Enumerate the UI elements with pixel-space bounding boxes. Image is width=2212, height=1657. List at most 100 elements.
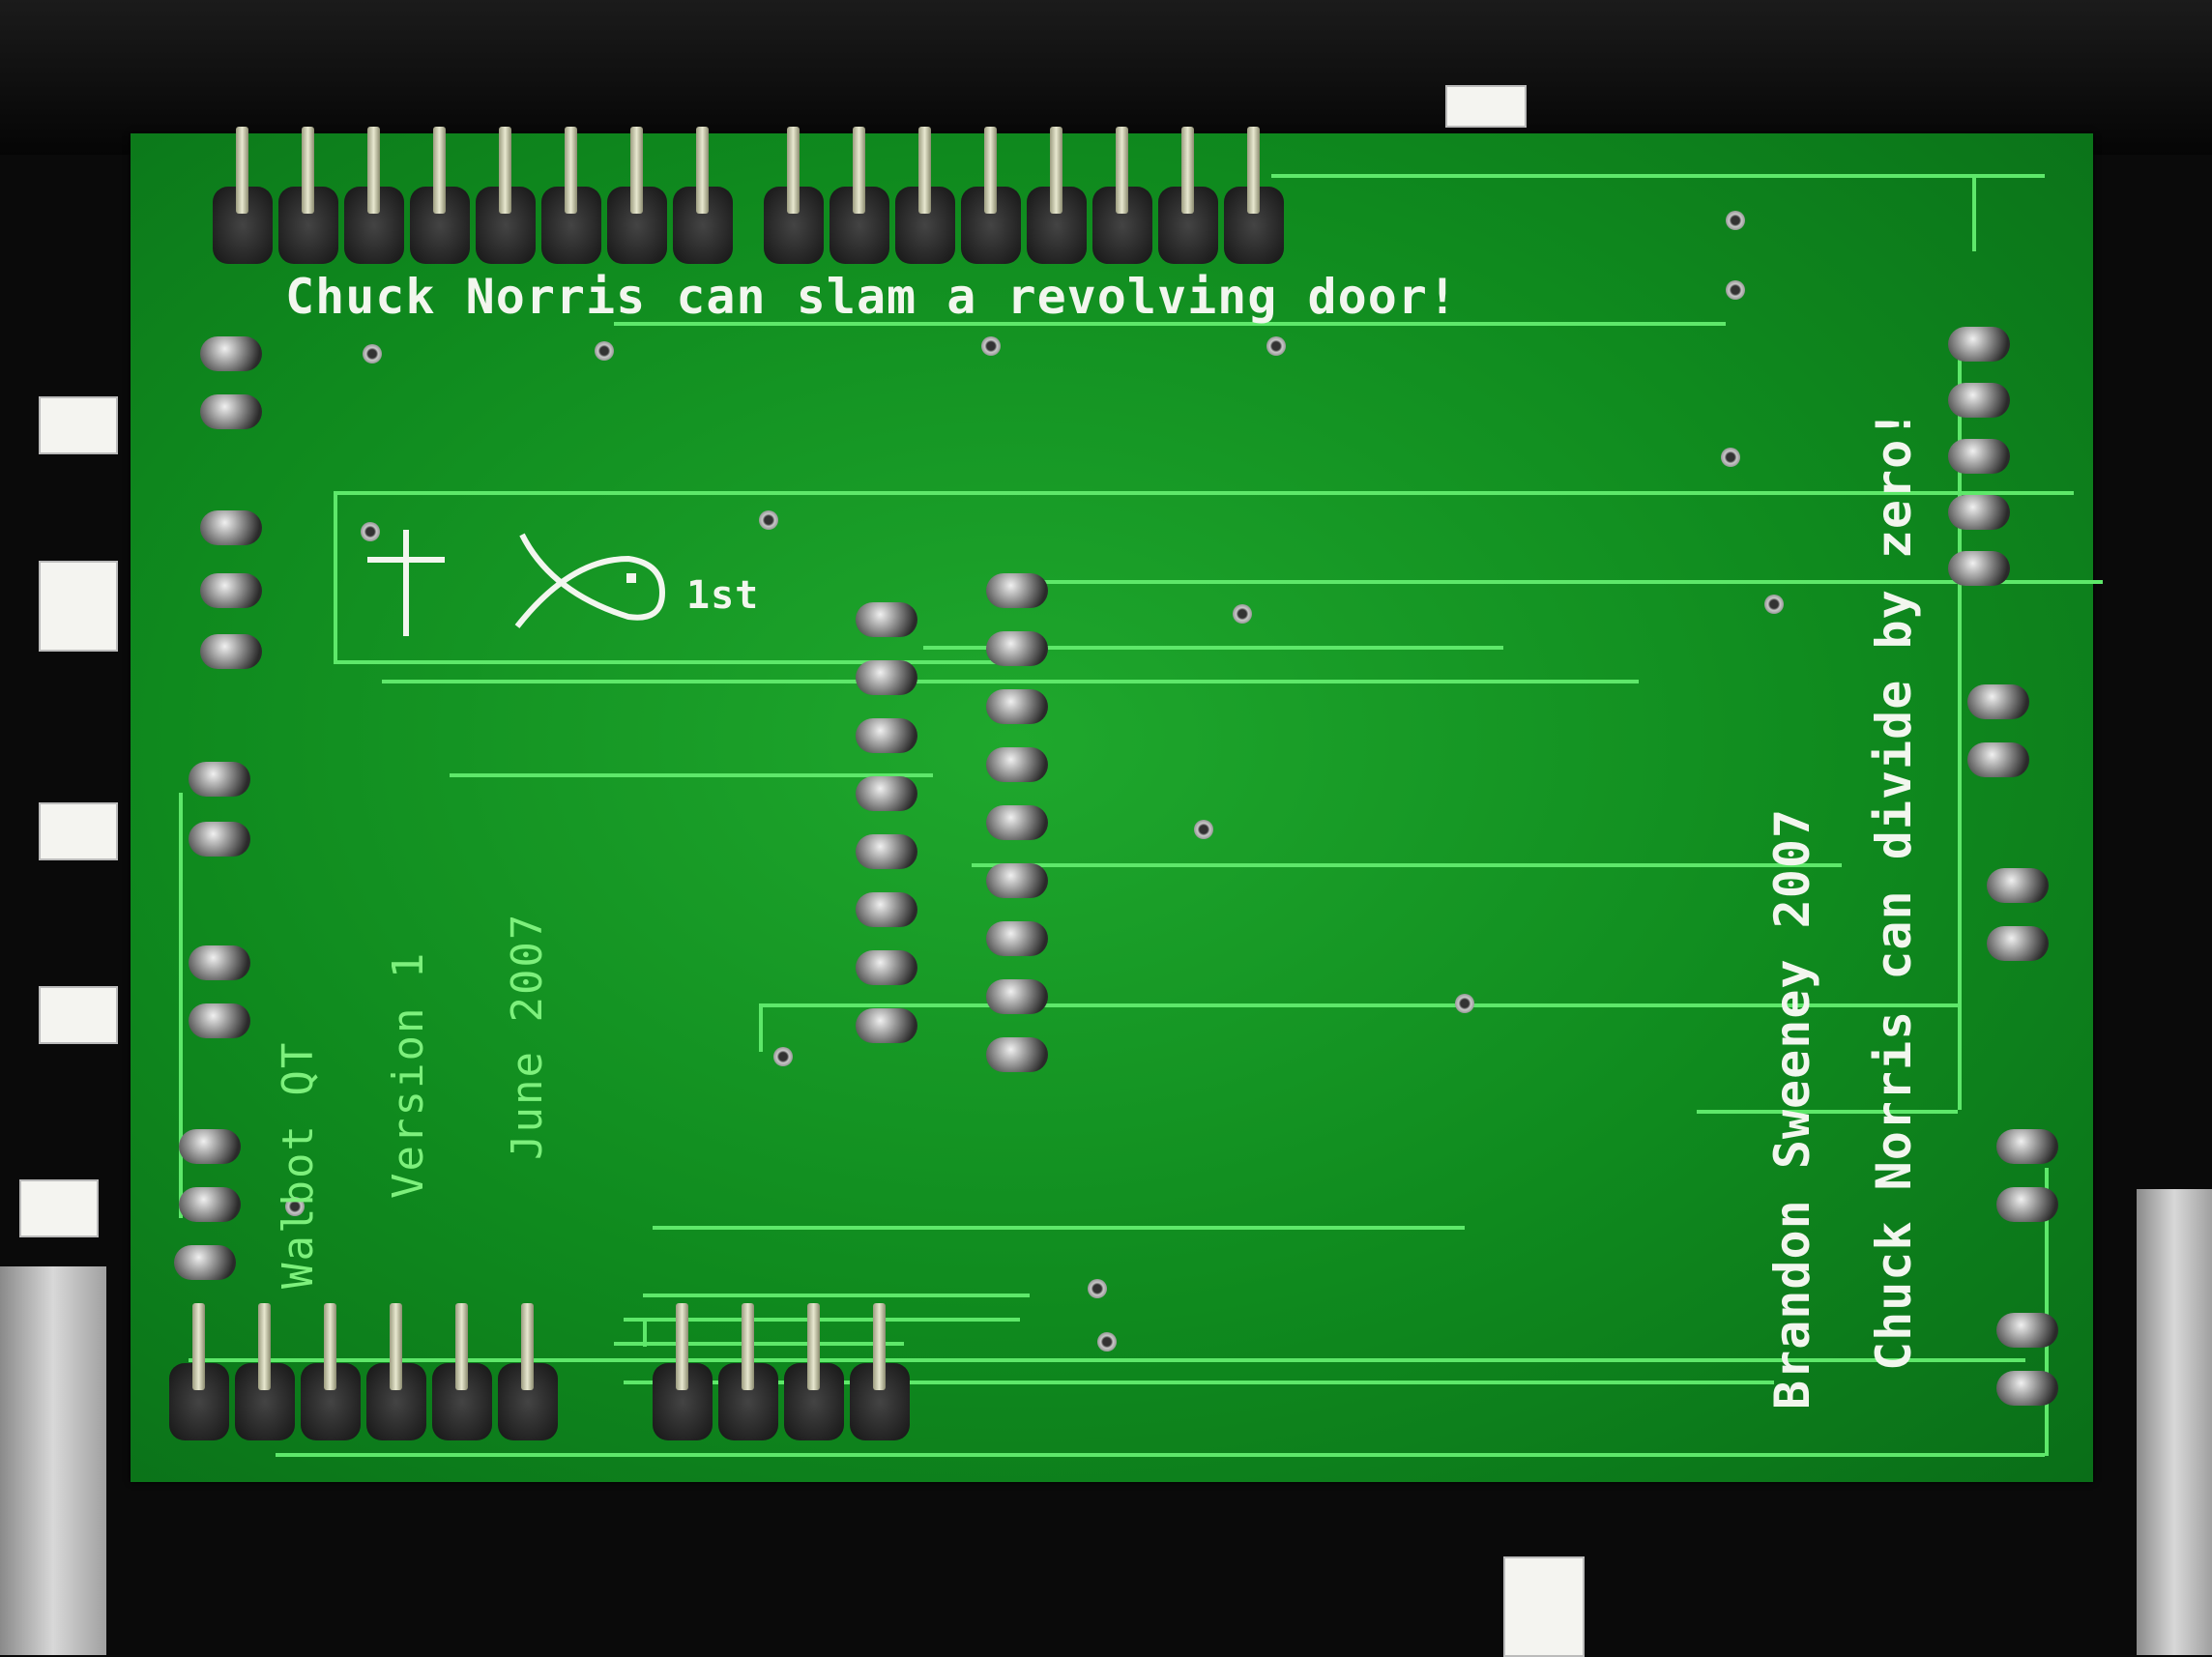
pin-header-top-right xyxy=(764,127,1284,264)
solder-pad xyxy=(174,1245,236,1280)
trace xyxy=(759,1003,763,1052)
trace xyxy=(334,491,2074,495)
via xyxy=(759,510,778,530)
metal-bracket-right xyxy=(2137,1189,2212,1655)
solder-pad xyxy=(189,945,250,980)
via xyxy=(595,341,614,361)
trace xyxy=(450,773,933,777)
via xyxy=(1764,595,1784,614)
trace xyxy=(759,1003,1958,1007)
solder-pad xyxy=(200,394,262,429)
side-connector xyxy=(39,802,118,860)
ic-pad xyxy=(986,979,1048,1014)
trace xyxy=(334,491,337,660)
solder-pad xyxy=(1987,926,2049,961)
via xyxy=(1726,280,1745,300)
trace xyxy=(972,863,1842,867)
top-connector xyxy=(1445,85,1527,128)
ic-pad xyxy=(986,573,1048,608)
trace xyxy=(276,1453,2045,1457)
bottom-connector xyxy=(1503,1556,1585,1657)
via xyxy=(1233,604,1252,624)
via xyxy=(1088,1279,1107,1298)
trace xyxy=(643,1318,647,1347)
trace xyxy=(614,1342,904,1346)
trace xyxy=(624,1381,1774,1384)
solder-pad xyxy=(189,822,250,857)
solder-pad xyxy=(1948,383,2010,418)
trace xyxy=(653,1226,1465,1230)
cross-icon xyxy=(367,530,445,636)
solder-pad xyxy=(200,634,262,669)
trace xyxy=(1958,356,1962,1110)
ic-pad xyxy=(986,863,1048,898)
solder-pad xyxy=(1996,1313,2058,1348)
metal-bracket-left xyxy=(0,1266,106,1655)
trace xyxy=(923,646,1503,650)
solder-pad xyxy=(179,1129,241,1164)
solder-pad xyxy=(1948,495,2010,530)
ic-pad xyxy=(986,631,1048,666)
ic-pad xyxy=(856,892,917,927)
ic-pad xyxy=(856,660,917,695)
side-connector xyxy=(19,1179,99,1237)
pcb-board: Chuck Norris can slam a revolving door! … xyxy=(131,127,2103,1482)
trace xyxy=(179,793,183,1218)
solder-pad xyxy=(1987,868,2049,903)
pin-header-top-left xyxy=(213,127,733,264)
solder-pad xyxy=(179,1187,241,1222)
fish-icon xyxy=(514,533,666,628)
trace xyxy=(189,1358,2025,1362)
side-connector xyxy=(39,561,118,652)
via xyxy=(1266,336,1286,356)
ic-pad xyxy=(986,805,1048,840)
solder-pad xyxy=(200,336,262,371)
ic-pad xyxy=(856,776,917,811)
ic-pad xyxy=(986,689,1048,724)
trace xyxy=(1039,580,2103,584)
trace xyxy=(1271,174,2045,178)
version-label: Version 1 xyxy=(384,950,433,1199)
silkscreen-1st-label: 1st xyxy=(686,573,760,618)
board-name-label: Walbot QT xyxy=(274,1040,323,1289)
solder-pad xyxy=(200,573,262,608)
author-label: Brandon Sweeney 2007 xyxy=(1764,807,1820,1410)
trace xyxy=(382,680,1639,683)
trace xyxy=(643,1294,1030,1297)
via xyxy=(285,1197,305,1216)
via xyxy=(1721,448,1740,467)
via xyxy=(1194,820,1213,839)
trace xyxy=(1697,1110,1958,1114)
silkscreen-top-text: Chuck Norris can slam a revolving door! xyxy=(285,269,1458,325)
pin-header-bottom-right xyxy=(653,1303,910,1440)
trace xyxy=(334,660,1010,664)
solder-pad xyxy=(1996,1371,2058,1406)
solder-pad xyxy=(1948,551,2010,586)
trace xyxy=(2045,1168,2049,1456)
ic-pad xyxy=(856,834,917,869)
solder-pad xyxy=(189,762,250,797)
solder-pad xyxy=(1996,1187,2058,1222)
silkscreen-right-text: Chuck Norris can divide by zero! xyxy=(1866,408,1922,1371)
solder-pad xyxy=(200,510,262,545)
ic-pad xyxy=(986,1037,1048,1072)
ic-pad xyxy=(856,1008,917,1043)
ic-pad xyxy=(856,718,917,753)
solder-pad xyxy=(1996,1129,2058,1164)
via xyxy=(1097,1332,1117,1352)
ic-pad xyxy=(856,950,917,985)
ic-pad xyxy=(986,921,1048,956)
via xyxy=(361,522,380,541)
via xyxy=(363,344,382,363)
solder-pad xyxy=(1967,742,2029,777)
ic-pad xyxy=(856,602,917,637)
trace xyxy=(624,1318,1020,1322)
via xyxy=(981,336,1001,356)
date-label: June 2007 xyxy=(503,912,552,1160)
solder-pad xyxy=(189,1003,250,1038)
pin-header-bottom-left xyxy=(169,1303,558,1440)
via xyxy=(773,1047,793,1066)
side-connector xyxy=(39,986,118,1044)
via xyxy=(1726,211,1745,230)
via xyxy=(1455,994,1474,1013)
